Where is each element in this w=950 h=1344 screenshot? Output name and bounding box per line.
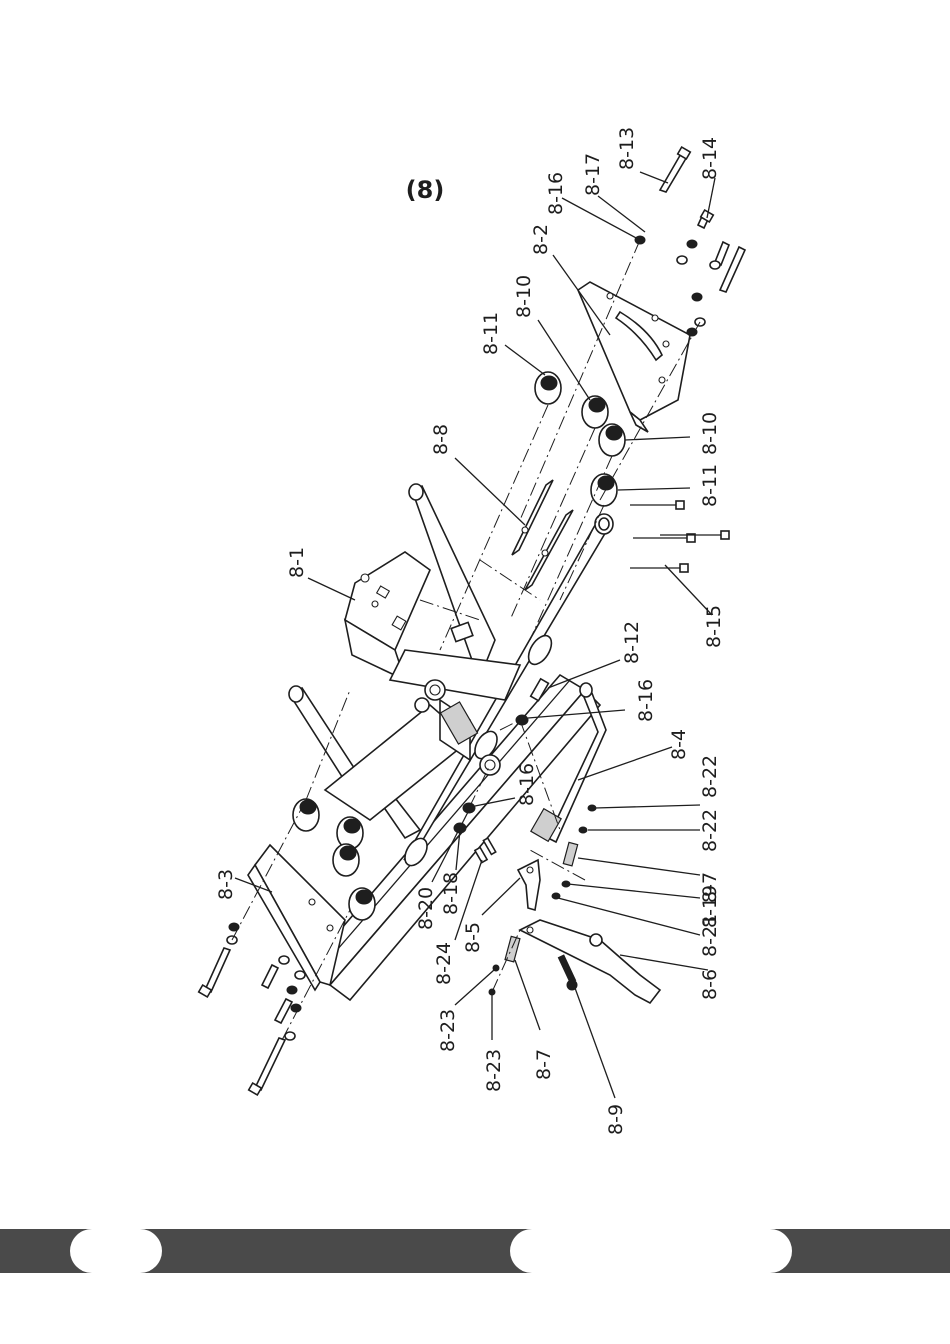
footer-center-pill bbox=[510, 1229, 792, 1273]
axles-8-8 bbox=[512, 480, 573, 590]
label-8-3: 8-3 bbox=[215, 869, 237, 900]
label-8-22-top: 8-22 bbox=[699, 755, 721, 798]
left-end-plate-8-3 bbox=[248, 845, 345, 990]
label-8-21: 8-21 bbox=[699, 914, 721, 957]
label-8-9: 8-9 bbox=[605, 1104, 627, 1135]
label-8-23-upper: 8-23 bbox=[437, 1009, 459, 1052]
label-8-11-right: 8-11 bbox=[699, 464, 721, 507]
label-8-23-lower: 8-23 bbox=[483, 1049, 505, 1092]
label-8-10-right: 8-10 bbox=[699, 412, 721, 455]
bolts-left bbox=[199, 923, 305, 1095]
label-8-20: 8-20 bbox=[415, 887, 437, 930]
label-8-4: 8-4 bbox=[668, 729, 690, 760]
footer-band bbox=[0, 1229, 950, 1273]
label-8-14: 8-14 bbox=[699, 137, 721, 180]
label-8-16-top: 8-16 bbox=[545, 172, 567, 215]
label-8-5: 8-5 bbox=[462, 922, 484, 953]
label-8-17: 8-17 bbox=[582, 153, 604, 196]
label-8-6: 8-6 bbox=[699, 969, 721, 1000]
label-8-7-lower: 8-7 bbox=[533, 1049, 555, 1080]
label-8-10-top: 8-10 bbox=[513, 275, 535, 318]
label-8-2: 8-2 bbox=[530, 224, 552, 255]
figure-number: (8) bbox=[406, 176, 445, 204]
label-8-11-top: 8-11 bbox=[480, 312, 502, 355]
label-8-1: 8-1 bbox=[286, 547, 308, 578]
label-8-24: 8-24 bbox=[433, 942, 455, 985]
label-8-12: 8-12 bbox=[621, 621, 643, 664]
label-8-22-mid: 8-22 bbox=[699, 809, 721, 852]
label-8-16-mid: 8-16 bbox=[635, 679, 657, 722]
label-8-8: 8-8 bbox=[430, 424, 452, 455]
label-8-16-left: 8-16 bbox=[516, 763, 538, 806]
label-8-18: 8-18 bbox=[440, 872, 462, 915]
label-8-13: 8-13 bbox=[616, 127, 638, 170]
label-8-15: 8-15 bbox=[703, 605, 725, 648]
page-number-pill bbox=[70, 1229, 162, 1273]
